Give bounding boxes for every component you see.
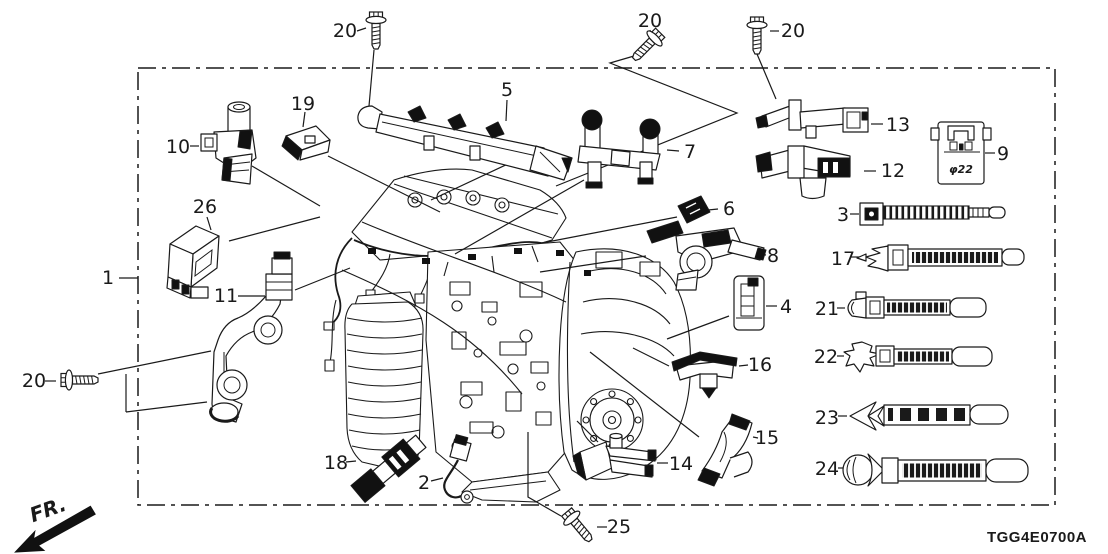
part-12-drawing: [755, 145, 851, 200]
part-21-drawing: [847, 291, 987, 319]
callout-13[interactable]: 13: [886, 114, 910, 136]
part-5-drawing: [357, 105, 573, 181]
fr-direction-indicator: FR.: [14, 492, 96, 553]
callout-6[interactable]: 6: [723, 198, 735, 220]
part-17-drawing: [856, 244, 1025, 272]
callout-22[interactable]: 22: [814, 346, 838, 368]
callout-7[interactable]: 7: [684, 141, 696, 163]
callout-16[interactable]: 16: [748, 354, 772, 376]
callout-10[interactable]: 10: [166, 136, 190, 158]
callout-18[interactable]: 18: [324, 452, 348, 474]
callout-14[interactable]: 14: [669, 453, 693, 475]
callout-19[interactable]: 19: [291, 93, 315, 115]
part-4-drawing: [733, 275, 765, 331]
bolt-20-top-right: [746, 16, 768, 55]
part-2-drawing: [443, 434, 474, 504]
part-16-drawing: [671, 351, 738, 399]
part-19-drawing: [281, 125, 331, 161]
part-14-drawing: [572, 432, 657, 481]
callout-24[interactable]: 24: [815, 458, 839, 480]
callout-2[interactable]: 2: [418, 472, 430, 494]
part-13-drawing: [755, 99, 869, 139]
part-8-drawing: [646, 220, 767, 291]
part-9-diameter-note: φ22: [949, 163, 973, 176]
bolt-25: [558, 505, 599, 548]
part-18-drawing: [350, 434, 427, 503]
part-15-drawing: [697, 413, 753, 487]
bolt-20-left: [60, 369, 99, 391]
part-24-drawing: [842, 453, 1029, 487]
callout-11[interactable]: 11: [214, 285, 238, 307]
bolt-20-top-left: [365, 11, 387, 50]
callout-25[interactable]: 25: [607, 516, 631, 538]
part-23-drawing: [849, 401, 1009, 431]
callout-9[interactable]: 9: [997, 143, 1009, 165]
diagram-border: [137, 67, 1056, 506]
callout-1[interactable]: 1: [102, 267, 114, 289]
leader-lines: [45, 27, 995, 528]
part-22-drawing: [843, 341, 993, 373]
part-9-drawing: φ22: [930, 121, 992, 185]
callout-5[interactable]: 5: [501, 79, 513, 101]
callout-4[interactable]: 4: [780, 296, 792, 318]
callout-21[interactable]: 21: [815, 298, 839, 320]
engine-assembly-drawing: [323, 168, 691, 503]
part-11-drawing: [209, 251, 293, 423]
callout-3[interactable]: 3: [837, 204, 849, 226]
callout-26[interactable]: 26: [193, 196, 217, 218]
diagram-code: TGG4E0700A: [987, 529, 1087, 546]
callout-15[interactable]: 15: [755, 427, 779, 449]
callout-8[interactable]: 8: [767, 245, 779, 267]
callout-20-top-right[interactable]: 20: [781, 20, 805, 42]
callout-17[interactable]: 17: [831, 248, 855, 270]
part-26-drawing: [166, 225, 220, 299]
callout-20-top-center[interactable]: 20: [638, 10, 662, 32]
part-7-drawing: [577, 109, 661, 189]
callout-20-left[interactable]: 20: [22, 370, 46, 392]
part-3-drawing: [859, 202, 1006, 226]
part-10-drawing: [200, 101, 257, 185]
part-6-drawing: [677, 195, 711, 224]
callout-20-top-left[interactable]: 20: [333, 20, 357, 42]
fr-arrow-icon: [14, 505, 96, 553]
callout-23[interactable]: 23: [815, 407, 839, 429]
callout-12[interactable]: 12: [881, 160, 905, 182]
